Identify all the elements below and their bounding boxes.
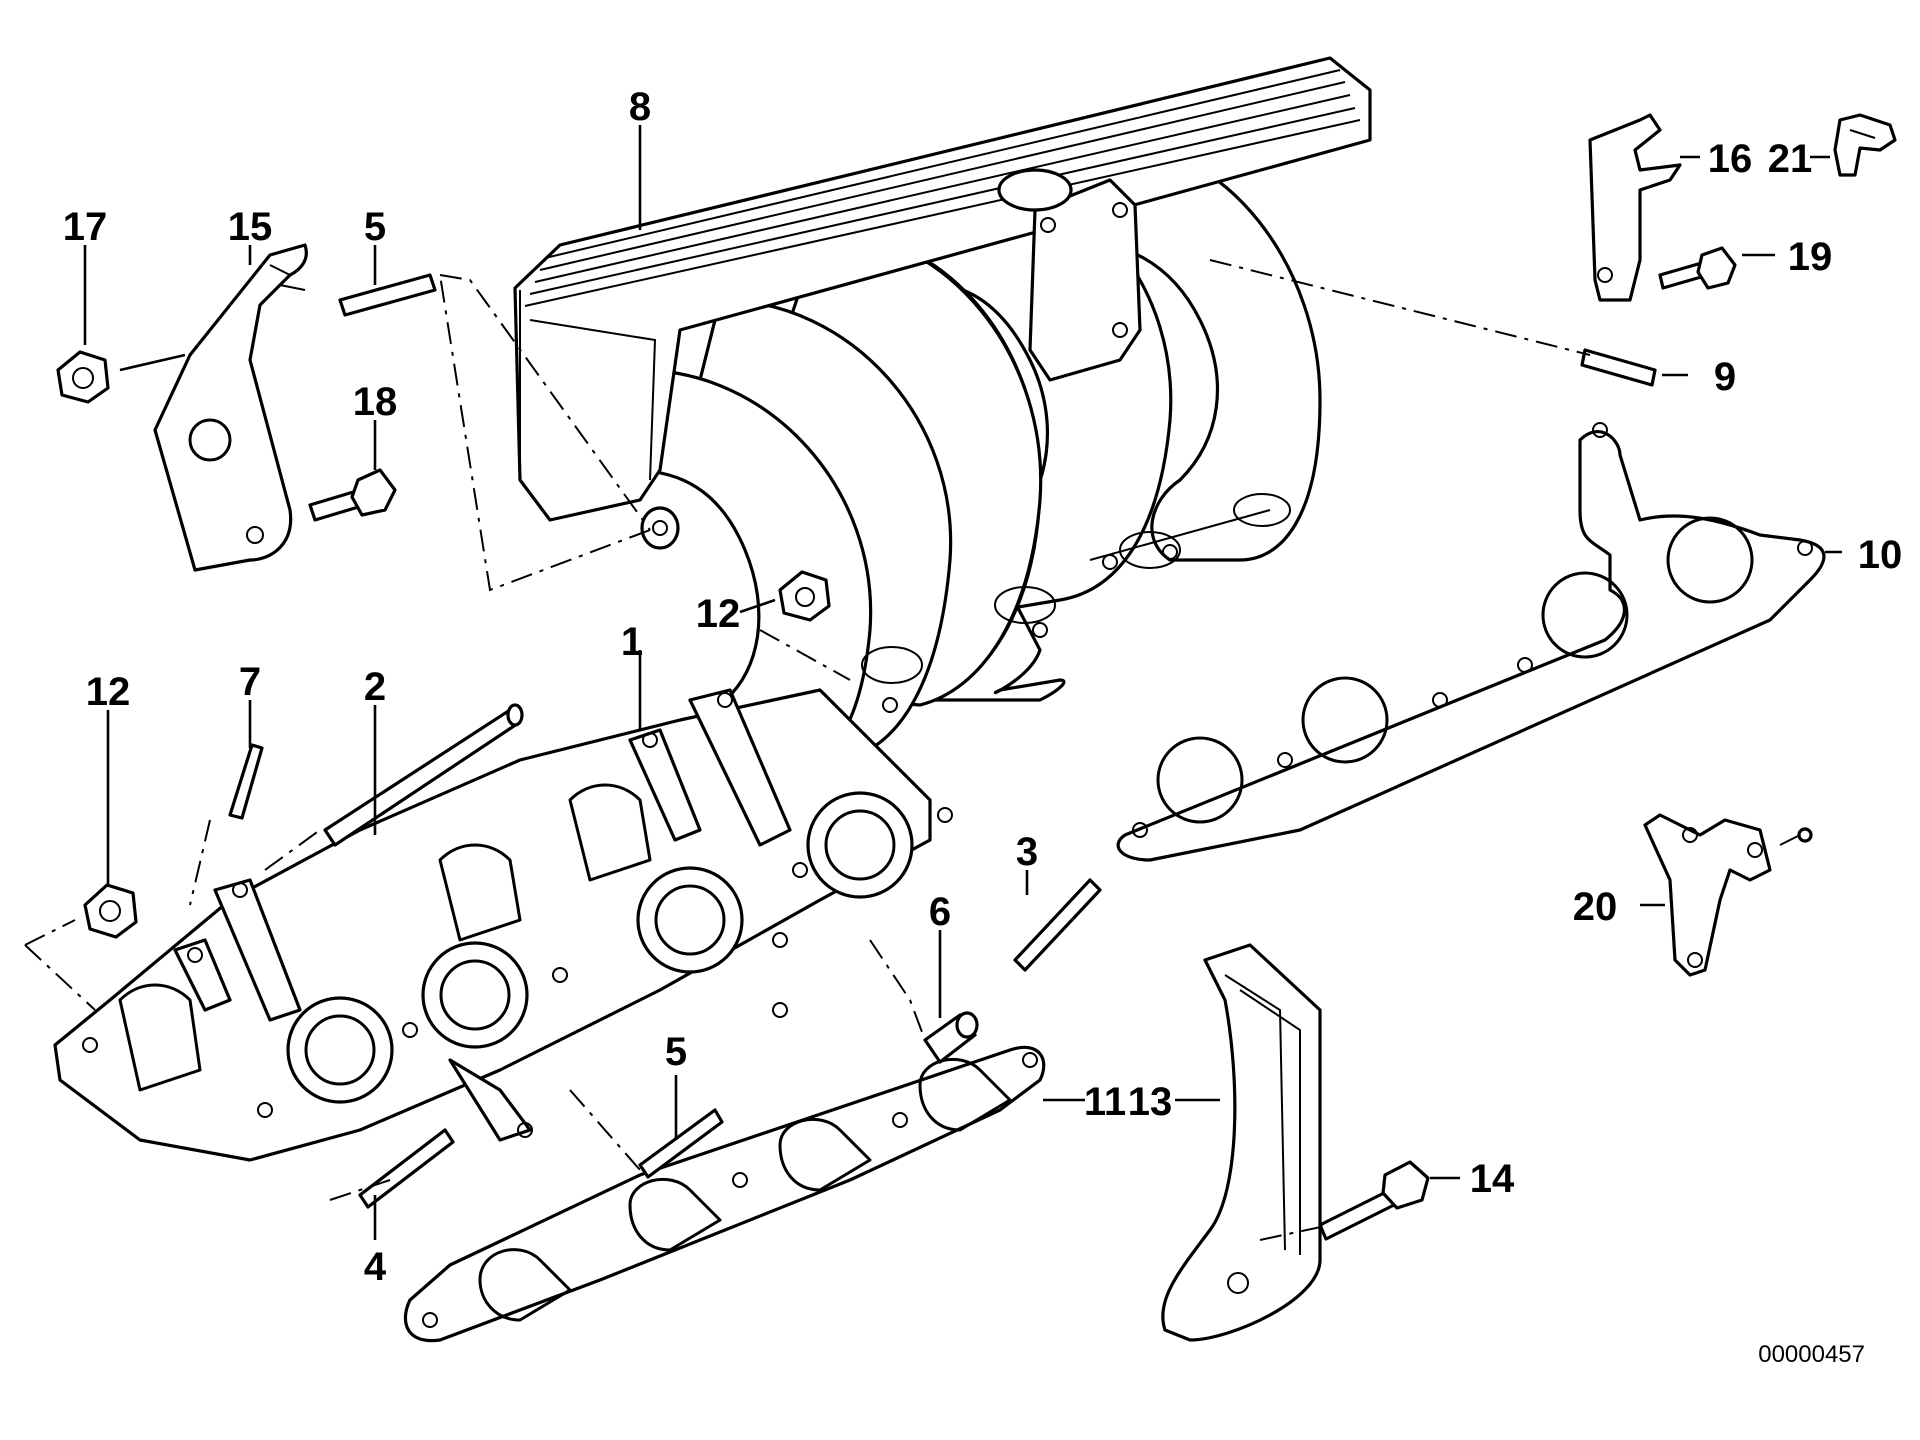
callout-1: 1	[621, 620, 643, 664]
callout-10: 10	[1858, 533, 1903, 577]
nut-12-upper	[778, 570, 831, 622]
callout-labels: 1 1 2 3 4 5 5 6 7 8 9 10 11 12 12 13 14 …	[63, 85, 1903, 1368]
bracket-16	[1588, 113, 1682, 302]
callout-13: 13	[1128, 1080, 1173, 1124]
callout-20: 20	[1573, 885, 1618, 929]
bolt-18	[308, 468, 397, 522]
callout-19: 19	[1788, 235, 1833, 279]
nut-17	[56, 350, 110, 404]
callout-9: 9	[1714, 355, 1736, 399]
callout-16: 16	[1708, 137, 1753, 181]
callout-14: 14	[1470, 1157, 1515, 1201]
bracket-20	[1643, 813, 1813, 977]
stud-3	[1013, 878, 1102, 972]
callout-6: 6	[929, 890, 951, 934]
callout-12-upper: 12	[696, 592, 741, 636]
bolt-14	[1318, 1160, 1430, 1241]
callout-2: 2	[364, 665, 386, 709]
upper-manifold-gasket	[1116, 422, 1826, 862]
callout-18: 18	[353, 380, 398, 424]
lower-intake-manifold	[53, 688, 953, 1162]
bracket-13	[1161, 943, 1322, 1342]
bracket-15	[153, 243, 308, 572]
clip-21	[1833, 113, 1897, 177]
callout-11: 11	[1084, 1080, 1126, 1124]
stud-5-lower	[638, 1108, 724, 1179]
callout-5-lower: 5	[665, 1030, 687, 1074]
callout-12-lower: 12	[86, 670, 131, 714]
lower-manifold-gasket	[403, 1045, 1046, 1343]
upper-intake-manifold	[513, 56, 1372, 773]
nut-12-lower	[83, 883, 138, 939]
leader-lines	[83, 125, 1842, 1240]
callout-17: 17	[63, 205, 108, 249]
stud-7	[228, 743, 264, 820]
sleeve-6	[923, 1011, 979, 1064]
callout-3: 3	[1016, 830, 1038, 874]
callout-15: 15	[228, 205, 273, 249]
callout-21: 21	[1768, 137, 1813, 181]
stud-9	[1580, 348, 1657, 387]
diagram-reference-number: 00000457	[1758, 1341, 1865, 1368]
stud-5-upper	[338, 273, 437, 317]
bolt-19	[1658, 246, 1737, 290]
assembly-lines	[24, 259, 1591, 1241]
callout-8-label: 8	[629, 85, 651, 129]
stud-4	[358, 1128, 455, 1209]
callout-5-upper: 5	[364, 205, 386, 249]
callout-4: 4	[364, 1245, 387, 1289]
callout-7: 7	[239, 660, 261, 704]
